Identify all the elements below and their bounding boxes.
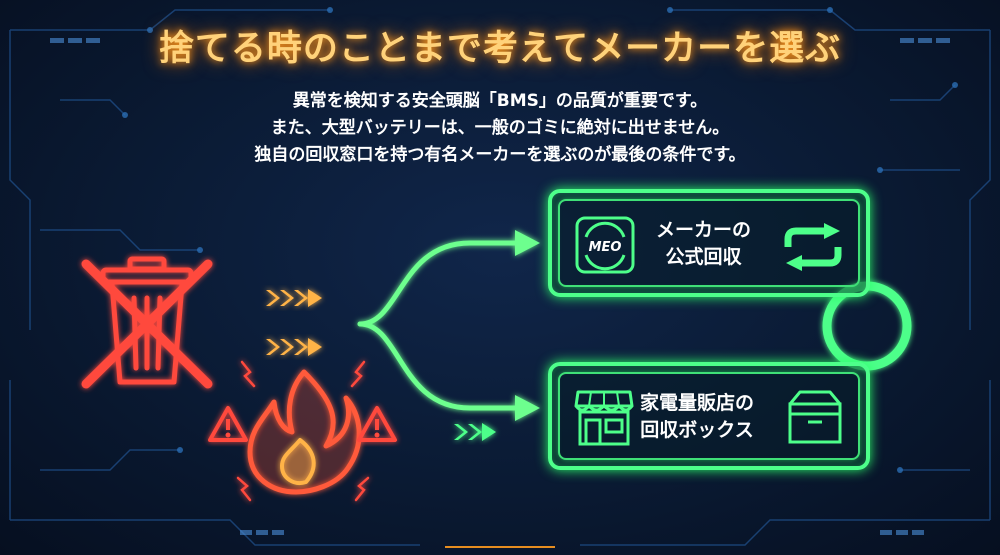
spark-lines [236,360,370,502]
store-collection-label: 家電量販店の 回収ボックス [640,392,755,441]
fire-icon [247,369,362,495]
official-collection-card: MEO メーカーの 公式回収 [548,189,870,297]
warning-icon [357,406,397,442]
store-icon [574,390,634,446]
card-inner-border [558,199,860,287]
description-line-2: また、大型バッテリーは、一般のゴミに絶対に出せません。 [270,118,730,138]
official-collection-label: メーカーの 公式回収 [656,219,752,268]
box-icon [788,390,842,444]
chevrons-green [454,423,496,441]
flow-lines [209,230,540,421]
recycle-arrows-icon [784,223,842,271]
page-title: 捨てる時のことまで考えてメーカーを選ぶ [158,29,842,69]
maker-logo-icon: MEO [575,216,635,274]
store-collection-card: 家電量販店の 回収ボックス [548,362,870,470]
warning-icon [208,406,248,442]
description-line-3: 独自の回収窓口を持つ有名メーカーを選ぶのが最後の条件です。 [254,145,746,165]
chevrons-upper [266,289,322,307]
description-line-1: 異常を検知する安全頭脳「BMS」の品質が重要です。 [292,91,708,111]
card-inner-border [558,372,860,460]
svg-text:MEO: MEO [589,240,622,255]
connector-ring [822,281,912,371]
chevrons-lower [266,338,322,356]
crossed-out-trash-icon [81,256,213,389]
